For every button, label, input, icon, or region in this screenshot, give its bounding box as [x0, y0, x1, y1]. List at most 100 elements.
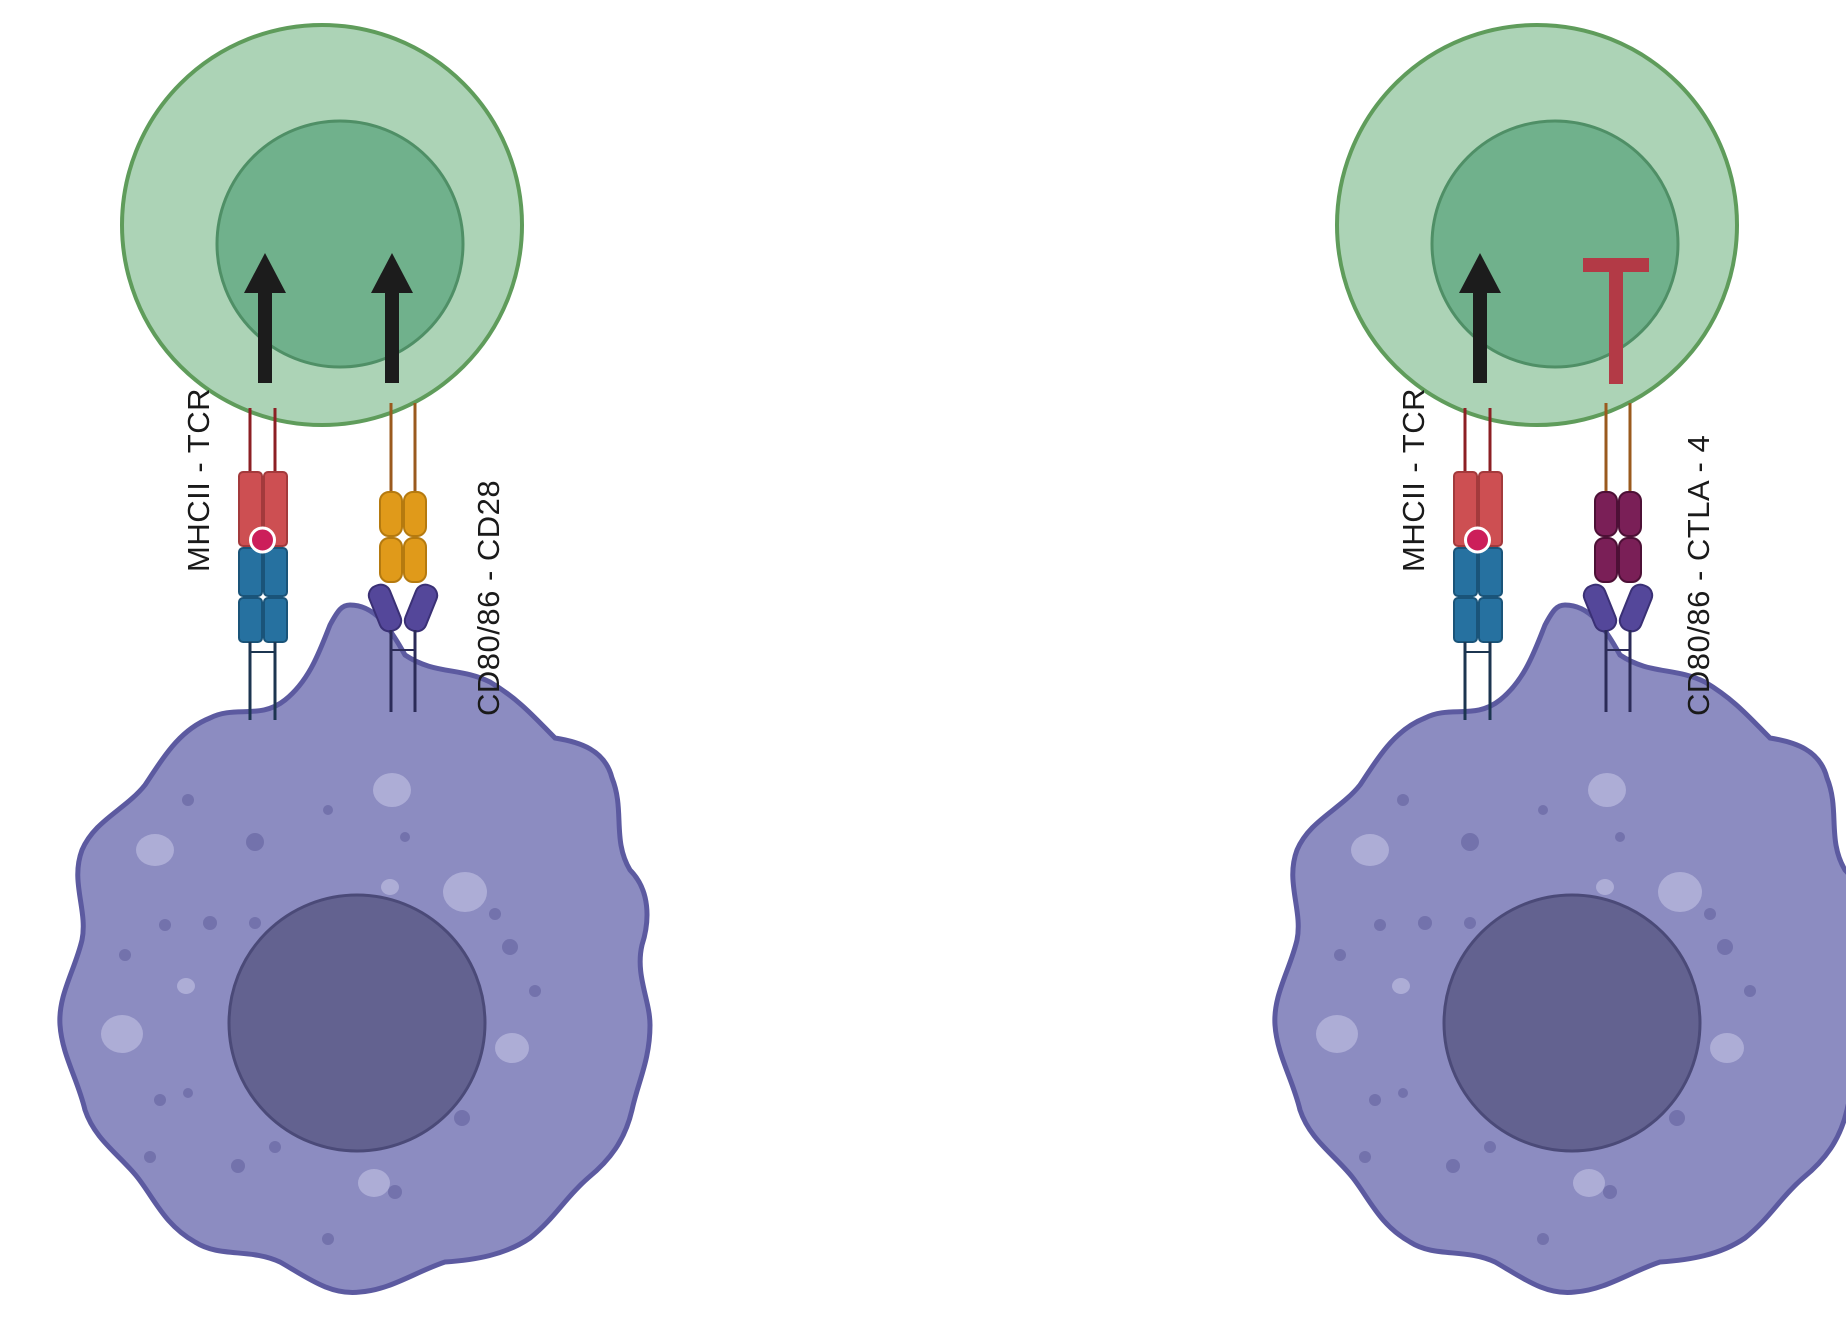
- apc-nucleus: [1442, 893, 1702, 1153]
- signals: [1459, 253, 1649, 384]
- apc-granule: [144, 1151, 156, 1163]
- apc-granule: [1461, 833, 1479, 851]
- mhcii-domain: [1453, 547, 1478, 597]
- apc-vesicle: [495, 1033, 529, 1063]
- cd80-86-domain: [1582, 583, 1618, 633]
- apc-vesicle: [136, 834, 174, 866]
- apc-vesicle: [381, 879, 399, 895]
- apc-granule: [1334, 949, 1346, 961]
- apc-granule: [1537, 1233, 1549, 1245]
- inhibition-bar-shaft: [1609, 268, 1623, 384]
- apc-granule: [1615, 832, 1625, 842]
- mhcii-tcr-complex: [238, 408, 288, 720]
- apc-vesicle: [358, 1169, 390, 1197]
- apc-vesicle: [1588, 773, 1626, 807]
- apc-granule: [203, 916, 217, 930]
- signals: [244, 253, 413, 383]
- apc-vesicle: [1392, 978, 1410, 994]
- apc-vesicle: [1596, 879, 1614, 895]
- apc-granule: [454, 1110, 470, 1126]
- activation-arrow-shaft: [385, 285, 399, 383]
- left-pair1-label: MHCII - TCR: [181, 388, 216, 572]
- mhcii-domain: [238, 597, 263, 643]
- antigen-presenting-cell: [60, 605, 650, 1293]
- cd28-domain: [379, 491, 403, 537]
- t-cell: [120, 23, 524, 427]
- left-pair2-label: CD80/86 - CD28: [471, 480, 506, 716]
- apc-granule: [182, 794, 194, 806]
- tcr-domain: [1478, 471, 1503, 547]
- apc-granule: [249, 917, 261, 929]
- panel-right: [1275, 23, 1846, 1293]
- activation-arrow-shaft: [1473, 285, 1487, 383]
- right-pair1-label: MHCII - TCR: [1396, 388, 1431, 572]
- ctla4-domain: [1594, 537, 1618, 583]
- mhcii-domain: [263, 547, 288, 597]
- mhcii-domain: [1478, 547, 1503, 597]
- cd80-86-domain: [367, 583, 403, 633]
- apc-granule: [1464, 917, 1476, 929]
- right-pair2-label: CD80/86 - CTLA - 4: [1681, 435, 1716, 716]
- mhcii-domain: [1453, 597, 1478, 643]
- mhcii-domain: [263, 597, 288, 643]
- ctla4-domain: [1618, 491, 1642, 537]
- apc-granule: [1446, 1159, 1460, 1173]
- cd28-domain: [403, 491, 427, 537]
- apc-vesicle: [1573, 1169, 1605, 1197]
- apc-granule: [1704, 908, 1716, 920]
- apc-vesicle: [1658, 872, 1702, 912]
- cd28-domain: [403, 537, 427, 583]
- cd80-86-domain: [403, 583, 439, 633]
- apc-granule: [1538, 805, 1548, 815]
- apc-granule: [502, 939, 518, 955]
- apc-granule: [119, 949, 131, 961]
- cd80-86-ctla4-complex: [1582, 403, 1654, 712]
- apc-granule: [154, 1094, 166, 1106]
- cd80-86-domain: [1618, 583, 1654, 633]
- apc-vesicle: [373, 773, 411, 807]
- apc-granule: [322, 1233, 334, 1245]
- apc-granule: [1717, 939, 1733, 955]
- apc-granule: [1669, 1110, 1685, 1126]
- cd80-86-cd28-complex: [367, 403, 439, 712]
- apc-granule: [323, 805, 333, 815]
- inhibition-bar-cap: [1583, 258, 1649, 272]
- apc-granule: [183, 1088, 193, 1098]
- mhcii-domain: [1478, 597, 1503, 643]
- apc-nucleus: [227, 893, 487, 1153]
- antigen-presenting-cell: [1275, 605, 1846, 1293]
- apc-granule: [1397, 794, 1409, 806]
- apc-vesicle: [443, 872, 487, 912]
- tcr-domain: [263, 471, 288, 547]
- apc-vesicle: [101, 1015, 143, 1053]
- activation-arrow-head: [1459, 253, 1501, 293]
- apc-granule: [246, 833, 264, 851]
- apc-granule: [231, 1159, 245, 1173]
- panel-left: [60, 23, 650, 1293]
- apc-vesicle: [1351, 834, 1389, 866]
- t-cell-nucleus: [215, 119, 465, 369]
- apc-granule: [1398, 1088, 1408, 1098]
- apc-granule: [1744, 985, 1756, 997]
- apc-granule: [1603, 1185, 1617, 1199]
- apc-vesicle: [1710, 1033, 1744, 1063]
- apc-granule: [388, 1185, 402, 1199]
- apc-granule: [529, 985, 541, 997]
- t-cell: [1335, 23, 1739, 427]
- ctla4-domain: [1618, 537, 1642, 583]
- mhcii-tcr-complex: [1453, 408, 1503, 720]
- t-cell-nucleus: [1430, 119, 1680, 369]
- apc-granule: [1374, 919, 1386, 931]
- antigen-peptide: [1464, 526, 1491, 554]
- apc-granule: [489, 908, 501, 920]
- apc-granule: [400, 832, 410, 842]
- activation-arrow-shaft: [258, 285, 272, 383]
- cd28-domain: [379, 537, 403, 583]
- apc-granule: [269, 1141, 281, 1153]
- apc-vesicle: [177, 978, 195, 994]
- apc-granule: [1418, 916, 1432, 930]
- apc-granule: [1359, 1151, 1371, 1163]
- antigen-peptide: [249, 526, 276, 554]
